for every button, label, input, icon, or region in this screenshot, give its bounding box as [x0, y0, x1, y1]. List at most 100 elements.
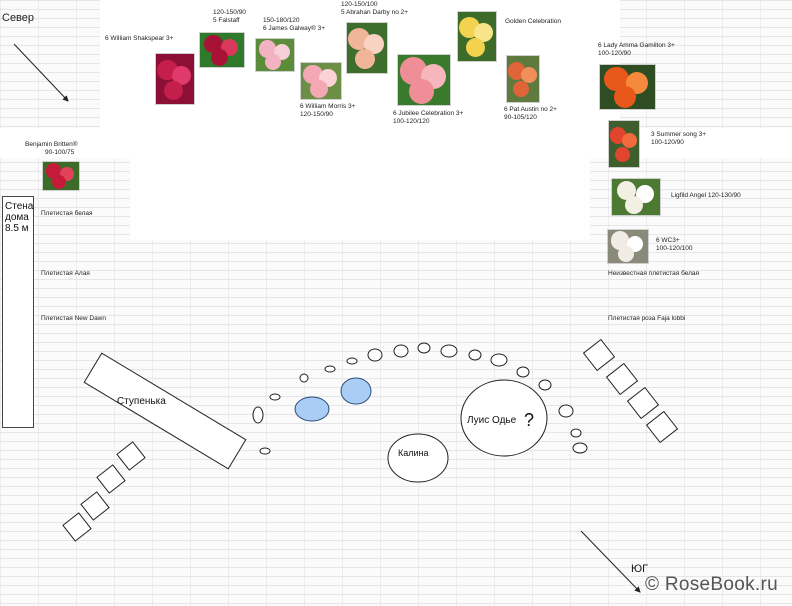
stepping-stone: [490, 353, 508, 367]
flower-shape: [610, 231, 630, 250]
label-line: 6 James Galway® 3+: [263, 25, 326, 32]
label-background: [130, 158, 590, 240]
photo-shakespear: [155, 53, 195, 105]
photo-summer-song: [608, 120, 640, 168]
stepping-stone: [269, 393, 281, 401]
label-william-morris: 6 William Morris 3+120-150/90: [300, 103, 355, 119]
stepping-stones: [252, 342, 588, 455]
luis-oddie-rose: [460, 379, 548, 457]
question-mark: ?: [524, 410, 534, 430]
step: [83, 352, 247, 470]
step-group: [83, 352, 247, 470]
blue-stone: [340, 377, 372, 405]
luis-oddie-label: Луис Одье: [467, 415, 517, 426]
flower-shape: [265, 54, 282, 71]
blue-stone: [294, 396, 330, 422]
photo-britten: [42, 161, 80, 191]
flower-shape: [615, 146, 630, 162]
paving-right: [582, 338, 679, 444]
south-label: ЮГ: [631, 563, 648, 575]
flower-shape: [465, 37, 485, 57]
label-line: 120-150/100: [341, 1, 378, 8]
photo-pat-austin: [506, 55, 540, 103]
flower-shape: [513, 81, 530, 98]
label-line: 90-105/120: [504, 114, 537, 121]
stepping-stone: [558, 404, 574, 418]
paving-slab: [62, 512, 92, 542]
flower-shape: [616, 180, 637, 201]
label-line: 5 Abrahan Darby no 2+: [341, 9, 409, 16]
label-line: 6 WC3+: [656, 237, 680, 244]
kalina-label: Калина: [398, 448, 429, 458]
flower-shape: [408, 78, 434, 104]
paving-left: [62, 441, 146, 542]
label-line: 100-120/90: [651, 139, 684, 146]
label-line: 150-180/120: [263, 17, 300, 24]
label-jubilee: 6 Jubilee Celebration 3+100-120/120: [393, 110, 463, 126]
label-line: Benjamin Britten®: [25, 141, 78, 148]
label-line: 6 Jubilee Celebration 3+: [393, 110, 464, 117]
label-line: Golden Celebration: [505, 18, 562, 25]
stepping-stone: [259, 447, 271, 455]
watermark: © RoseBook.ru: [644, 574, 778, 595]
stepping-stone: [393, 344, 409, 358]
stepping-stone: [468, 349, 482, 361]
flower-shape: [474, 23, 494, 43]
wall-label-line: 8.5 м: [5, 223, 29, 234]
step-label: Ступенька: [117, 396, 166, 407]
label-summer-song: 3 Summer song 3+100-120/90: [651, 131, 706, 147]
paving-slab: [582, 338, 616, 372]
label-line: Ligfild Angel 120-130/90: [671, 192, 741, 199]
photo-lichfield: [611, 178, 661, 216]
flower-shape: [211, 48, 229, 66]
label-wc3: 6 WC3+100-120/100: [656, 237, 693, 253]
label-line: 90-100/75: [45, 149, 75, 156]
climber-unknown-white: Неизвестная плетистая белая: [608, 270, 700, 277]
paving-slab: [645, 410, 679, 444]
flower-shape: [303, 64, 323, 85]
flower-shape: [621, 132, 637, 148]
flower-shape: [310, 79, 328, 98]
climber-scarlet: Плетистая Алая: [41, 270, 90, 277]
photo-lady-emma: [599, 64, 656, 110]
kalina-shrub: [387, 433, 449, 483]
flower-shape: [258, 40, 277, 59]
paving-slab: [605, 362, 639, 396]
climber-white: Плетистая белая: [41, 210, 93, 217]
north-label: Север: [2, 12, 35, 24]
label-britten: Benjamin Britten®90-100/75: [25, 141, 77, 157]
house-wall: Стена дома 8.5 м: [2, 196, 34, 428]
label-line: 6 Pat Austin no 2+: [504, 106, 557, 113]
stepping-stone: [570, 428, 582, 438]
label-pat-austin: 6 Pat Austin no 2+90-105/120: [504, 106, 557, 122]
label-line: 100-120/120: [393, 118, 430, 125]
stepping-stone: [417, 342, 431, 354]
flower-shape: [46, 163, 62, 179]
label-line: 6 William Shakspear 3+: [105, 35, 174, 42]
flower-shape: [355, 49, 375, 69]
stepping-stone: [252, 406, 264, 424]
flower-shape: [52, 175, 67, 190]
stepping-stone: [538, 379, 552, 391]
photo-james-galway: [255, 38, 295, 72]
flower-shape: [613, 85, 636, 108]
flower-shape: [617, 245, 635, 262]
climber-new-dawn: Плетистая New Dawn: [41, 315, 106, 322]
paving-slab: [116, 441, 146, 471]
label-lady-emma: 6 Lady Amma Gamilton 3+100-120/90: [598, 42, 675, 58]
stepping-stone: [572, 442, 588, 454]
stepping-stone: [516, 366, 530, 378]
stepping-stone: [299, 373, 309, 383]
south-arrow: [580, 530, 641, 593]
label-line: 6 Lady Amma Gamilton 3+: [598, 42, 675, 49]
label-line: 100-120/90: [598, 50, 631, 57]
label-lichfield: Ligfild Angel 120-130/90: [671, 192, 741, 200]
photo-falstaff: [199, 32, 245, 68]
label-line: 120-150/90: [300, 111, 333, 118]
stepping-stone: [367, 348, 383, 362]
photo-jubilee: [397, 54, 451, 106]
